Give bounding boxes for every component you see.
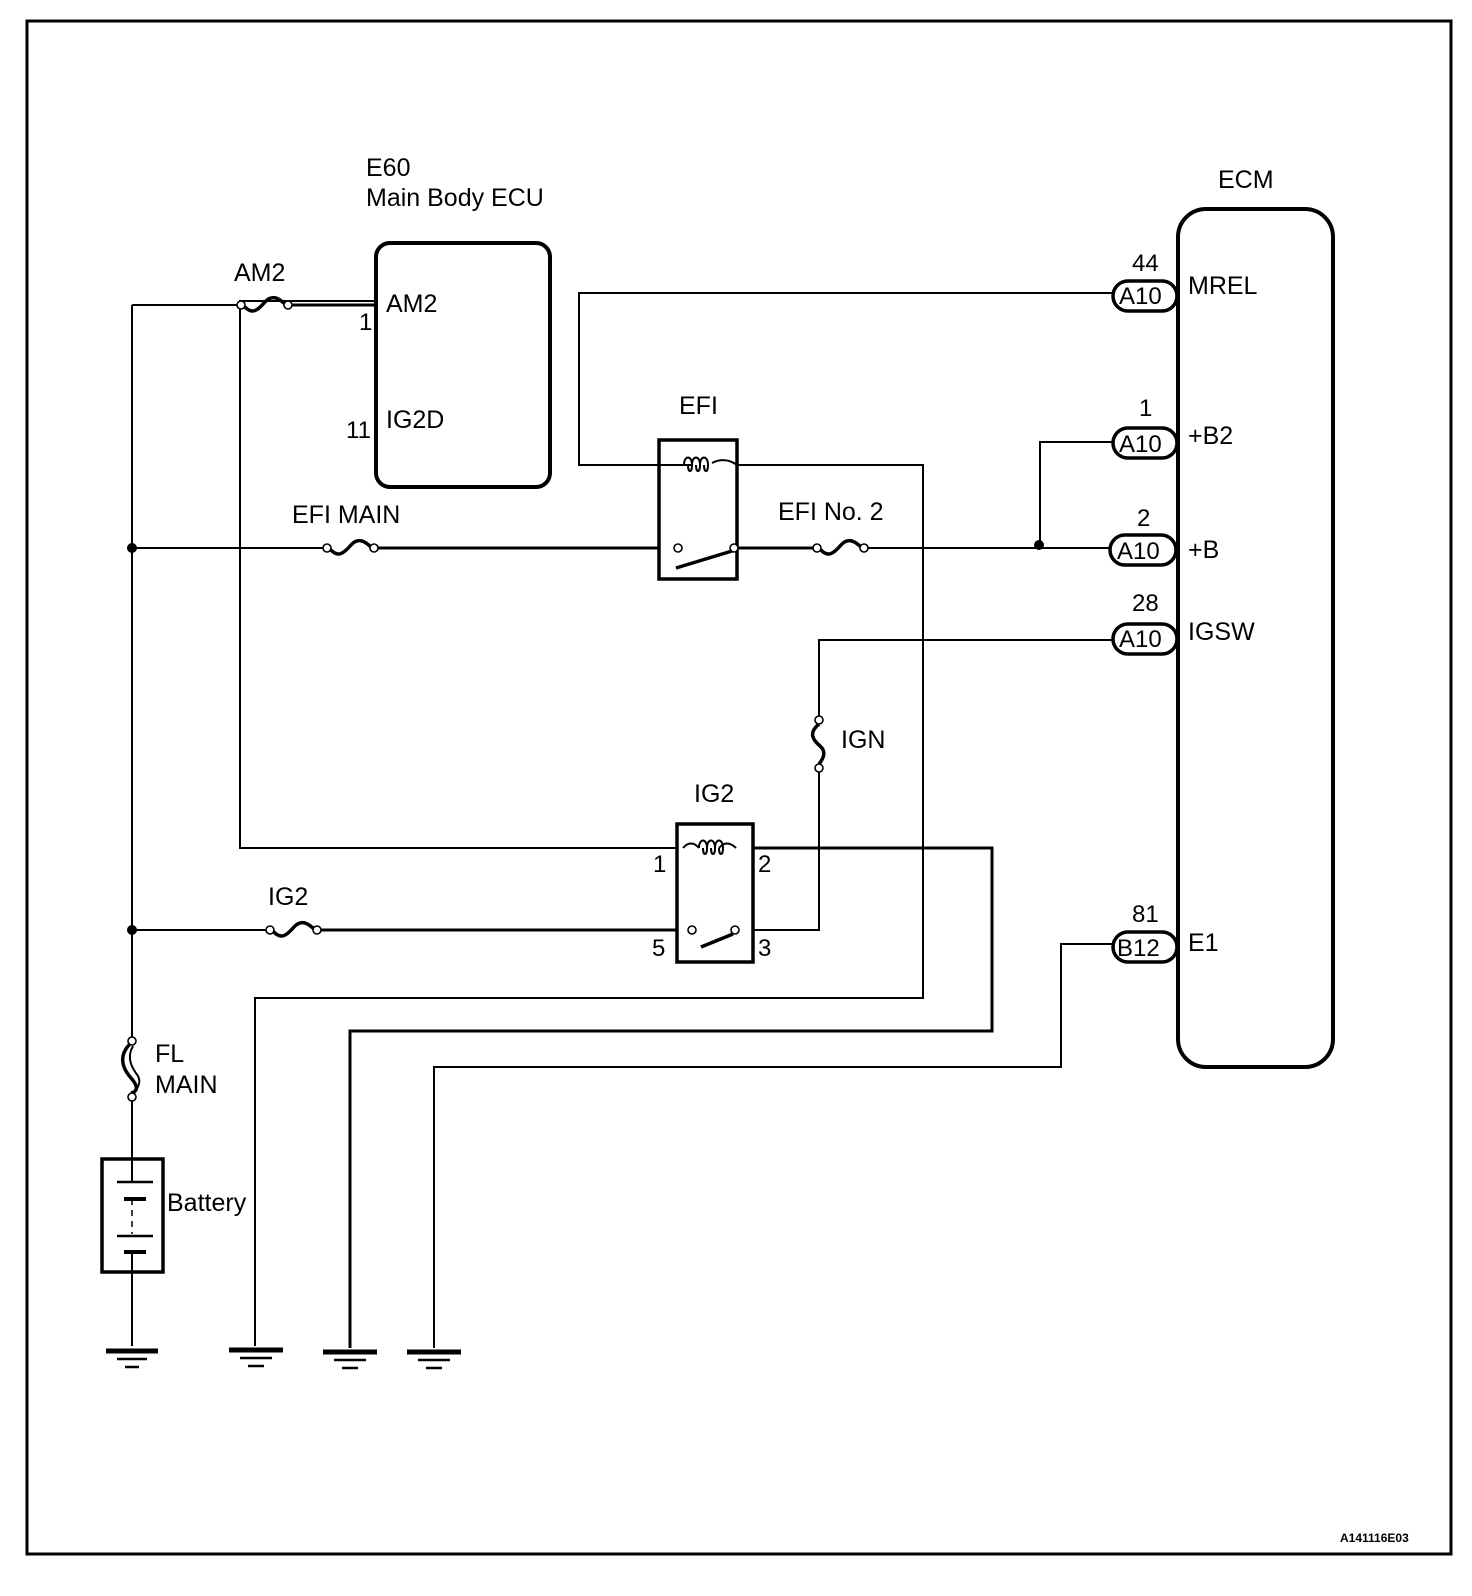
ecm-pin-b: 2 A10 +B (1108, 505, 1219, 567)
junction-dot (127, 925, 137, 935)
pin-number: 1 (1139, 395, 1152, 422)
relay-pin-2: 2 (758, 851, 771, 878)
ecu-connector-label: E60 (366, 154, 410, 182)
pin-name: IGSW (1188, 618, 1255, 646)
ecu-pin-number-11: 11 (346, 417, 371, 444)
fuse-label: EFI MAIN (292, 501, 400, 529)
relay-pin-1: 1 (653, 851, 666, 878)
pin-name: +B (1188, 536, 1219, 564)
pin-number: 44 (1132, 250, 1159, 277)
relay-label: IG2 (694, 780, 734, 808)
pin-number: 28 (1132, 590, 1159, 617)
fuse-am2: AM2 (234, 259, 293, 313)
pin-number: 2 (1137, 505, 1150, 532)
figure-code: A141116E03 (1340, 1531, 1409, 1545)
fuse-ign: IGN (810, 715, 885, 773)
fuse-efi-main: EFI MAIN (292, 501, 400, 556)
battery: Battery (100, 1157, 247, 1274)
ecm-pin-b2: 1 A10 +B2 (1111, 395, 1233, 460)
main-body-ecu: E60 Main Body ECU AM2 1 IG2D 11 (346, 154, 552, 489)
pin-name: E1 (1188, 929, 1219, 957)
wires (131, 292, 1113, 1348)
switch-contact (675, 549, 733, 570)
fuse-label: IGN (841, 726, 885, 754)
ground-symbol (323, 1349, 377, 1370)
junction-dot (1034, 540, 1044, 550)
fuse-label: AM2 (234, 259, 285, 287)
connector-code: B12 (1117, 935, 1160, 962)
ecm: ECM 44 A10 MREL 1 A10 +B2 2 A10 +B 28 A1… (1108, 166, 1335, 1069)
ecu-pin-name-am2: AM2 (386, 290, 437, 318)
ecm-pin-mrel: 44 A10 MREL (1111, 250, 1258, 313)
ecu-pin-name-ig2d: IG2D (386, 406, 444, 434)
ecu-pin-number-1: 1 (359, 309, 372, 336)
fusible-link-fl-main: FL MAIN (121, 1036, 218, 1102)
connector-code: A10 (1119, 626, 1162, 653)
coil-icon (698, 839, 725, 855)
connector-code: A10 (1119, 283, 1162, 310)
relay-label: EFI (679, 392, 718, 420)
ecm-pin-igsw: 28 A10 IGSW (1111, 590, 1255, 656)
battery-label: Battery (167, 1189, 247, 1217)
fuse-label: EFI No. 2 (778, 498, 884, 526)
ground-symbol (407, 1349, 461, 1370)
coil-icon (683, 456, 710, 472)
relay-pin-5: 5 (652, 935, 665, 962)
relay-efi: EFI (657, 392, 739, 581)
pin-name: MREL (1188, 272, 1258, 300)
ecm-pin-e1: 81 B12 E1 (1111, 901, 1219, 964)
junction-dot (127, 543, 137, 553)
relay-pin-3: 3 (758, 935, 771, 962)
fuse-label-line2: MAIN (155, 1071, 218, 1099)
diagram-frame (25, 19, 1453, 1556)
pin-number: 81 (1132, 901, 1159, 928)
ground-symbol (229, 1347, 283, 1368)
ground-symbol (106, 1348, 158, 1369)
fuse-label-line1: FL (155, 1040, 184, 1068)
ecu-name-label: Main Body ECU (366, 184, 544, 212)
connector-code: A10 (1117, 538, 1160, 565)
switch-contact (700, 932, 734, 949)
fuse-label: IG2 (268, 883, 308, 911)
fuse-efi-no2: EFI No. 2 (778, 498, 884, 556)
ecm-label: ECM (1218, 166, 1274, 194)
fuse-ig2: IG2 (265, 883, 322, 938)
relay-ig2: IG2 1 2 5 3 (652, 780, 771, 964)
pin-name: +B2 (1188, 422, 1233, 450)
connector-code: A10 (1119, 431, 1162, 458)
